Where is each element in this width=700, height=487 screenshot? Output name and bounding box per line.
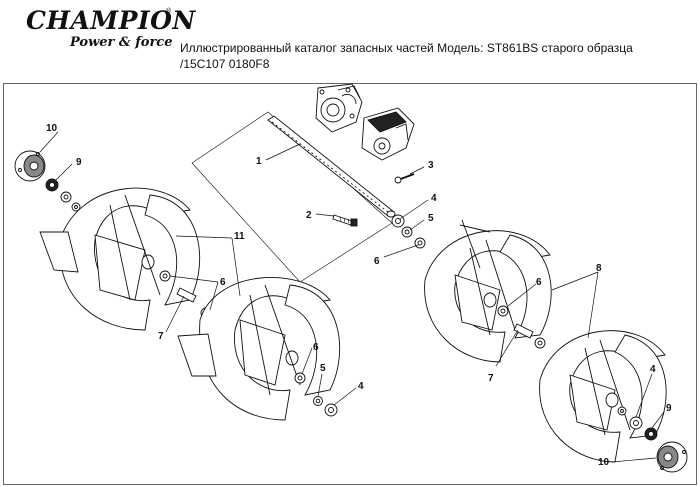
callout-2: 2 bbox=[306, 210, 312, 221]
registered-mark: ® bbox=[166, 8, 172, 15]
callout-7-left: 7 bbox=[158, 331, 164, 342]
callout-11: 11 bbox=[234, 231, 245, 242]
auger-left-outer bbox=[39, 187, 201, 331]
gearbox-housing bbox=[315, 83, 363, 133]
flange-bearing-left bbox=[14, 150, 46, 182]
flange-bearing-right bbox=[656, 441, 688, 473]
callout-5-lower: 5 bbox=[320, 363, 326, 374]
callout-8: 8 bbox=[596, 263, 602, 274]
callout-6-left: 6 bbox=[220, 277, 226, 288]
callout-4-right: 4 bbox=[650, 364, 656, 375]
callout-4-top: 4 bbox=[431, 193, 437, 204]
brand-name: CHAMPION bbox=[26, 6, 196, 35]
champion-logo: CHAMPION ® Power & force bbox=[26, 6, 195, 52]
callout-6-shaft: 6 bbox=[374, 256, 380, 267]
callout-6-right: 6 bbox=[536, 277, 542, 288]
callout-10-right: 10 bbox=[598, 457, 610, 468]
bushing-6a bbox=[414, 237, 426, 249]
auger-left-inner bbox=[177, 276, 341, 421]
bearing-9b bbox=[644, 427, 658, 441]
washer-left-2 bbox=[71, 202, 81, 212]
callout-4-lower: 4 bbox=[358, 381, 364, 392]
bushing-6c bbox=[294, 372, 306, 384]
washer-5b bbox=[313, 396, 323, 406]
brand-tagline: Power & force bbox=[70, 35, 173, 50]
washer-5a bbox=[401, 226, 413, 238]
callout-3: 3 bbox=[428, 160, 434, 171]
callout-1: 1 bbox=[256, 156, 262, 167]
bushing-6b bbox=[159, 270, 171, 282]
bolt-7a bbox=[176, 287, 197, 303]
bearing-9a bbox=[45, 178, 59, 192]
callout-6-left-lower: 6 bbox=[313, 342, 319, 353]
auger-right-inner bbox=[424, 219, 552, 363]
auger-right-outer bbox=[539, 330, 667, 463]
washer-4b bbox=[324, 403, 338, 417]
bolt-7b bbox=[513, 323, 534, 339]
callout-9-left: 9 bbox=[76, 157, 82, 168]
washer-right-mid bbox=[534, 337, 546, 349]
washer-left-1 bbox=[60, 191, 72, 203]
cotter-pin bbox=[394, 173, 415, 184]
gearbox-cover bbox=[361, 107, 415, 161]
callout-5-top: 5 bbox=[428, 213, 434, 224]
callout-9-right: 9 bbox=[666, 403, 672, 414]
leader-lines bbox=[39, 131, 665, 463]
main-shaft bbox=[267, 115, 396, 218]
diagram-frame bbox=[3, 83, 697, 485]
callout-10-left: 10 bbox=[46, 123, 58, 134]
washer-4c bbox=[629, 416, 643, 430]
callout-7-right: 7 bbox=[488, 373, 494, 384]
washer-4a bbox=[391, 214, 405, 228]
shear-bolt bbox=[332, 214, 358, 227]
title-line-1: Иллюстрированный каталог запасных частей… bbox=[180, 41, 633, 55]
title-line-2: /15C107 0180F8 bbox=[180, 57, 270, 71]
washer-right-1 bbox=[617, 406, 627, 416]
bushing-6d bbox=[497, 305, 509, 317]
page-title: Иллюстрированный каталог запасных частей… bbox=[180, 40, 680, 72]
